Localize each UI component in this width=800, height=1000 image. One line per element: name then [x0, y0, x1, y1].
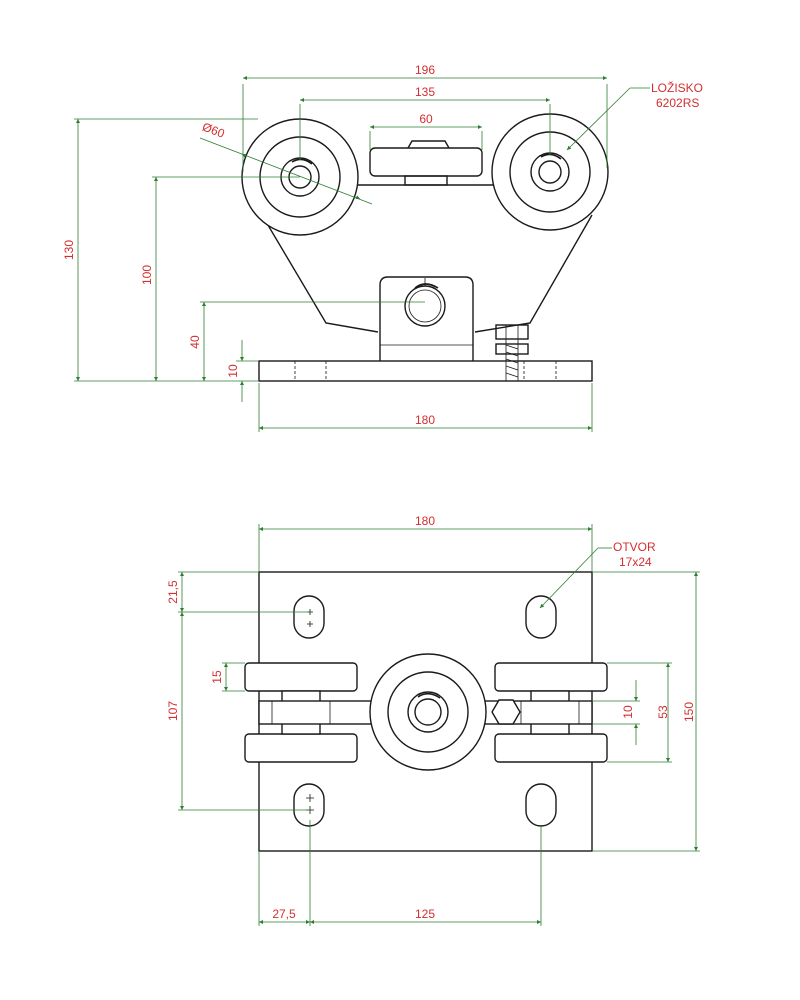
dim-text-plate-width-front: 180 [415, 413, 435, 427]
dim-slot-offsets: 27,5 125 [258, 820, 542, 926]
slot-bottom-right [525, 783, 557, 827]
dim-text-rail-gap: 10 [621, 705, 635, 719]
dim-text-wheel-diameter: Ø60 [200, 120, 226, 141]
callout-hole-line2: 17x24 [619, 555, 652, 569]
dim-text-top-offset: 21,5 [166, 580, 180, 604]
dim-text-plate-height: 150 [682, 702, 696, 722]
dim-text-slot-offset: 27,5 [272, 907, 296, 921]
dim-plate-width-front: 180 [258, 383, 593, 432]
retaining-clip-icon [417, 692, 441, 699]
dim-text-center-block: 60 [419, 112, 433, 126]
dim-center-block: 60 [369, 112, 483, 150]
dim-text-height-pin: 40 [188, 335, 202, 349]
dim-text-slot-spacing-horizontal: 125 [415, 907, 435, 921]
dim-rail-gap: 10 [592, 680, 640, 745]
dim-wheel-span: 53 [607, 662, 672, 763]
adjusting-bolt [495, 324, 529, 382]
bearing-clip-icon [291, 158, 313, 165]
front-guide-block [355, 140, 496, 186]
dim-plate-width-top: 180 [258, 514, 593, 572]
front-view: 196 135 60 Ø60 130 [62, 63, 703, 432]
dim-height-total: 130 [62, 118, 258, 382]
dim-wheel-width: 15 [210, 662, 245, 692]
dim-wheel-spacing: 135 [299, 85, 551, 160]
hex-nut [491, 699, 521, 725]
retaining-clip-icon [414, 283, 439, 289]
dim-overall-width: 196 [242, 63, 608, 172]
callout-bearing-line1: LOŽISKO [651, 80, 703, 95]
dim-slot-spacing-vertical: 107 [166, 612, 310, 811]
top-center-roller [369, 653, 487, 771]
front-base-plate [258, 360, 593, 382]
dim-text-slot-spacing-vertical: 107 [166, 701, 180, 721]
dim-text-overall-width: 196 [415, 63, 435, 77]
dim-height-axle: 100 [140, 176, 300, 381]
callout-bearing-line2: 6202RS [656, 96, 699, 110]
top-right-wheels [469, 662, 608, 763]
dim-plate-height: 150 [592, 571, 700, 852]
front-pin-bracket [379, 276, 474, 361]
slot-top-right [525, 595, 557, 639]
dim-text-wheel-spacing: 135 [415, 85, 435, 99]
dim-text-plate-thickness: 10 [226, 364, 240, 378]
dim-text-height-axle: 100 [140, 265, 154, 285]
dim-text-plate-width-top: 180 [415, 514, 435, 528]
callout-hole: OTVOR 17x24 [539, 540, 656, 609]
dim-text-wheel-width: 15 [210, 670, 224, 684]
dim-text-height-total: 130 [62, 240, 76, 260]
dim-height-pin: 40 [188, 301, 425, 381]
bearing-clip-icon [540, 153, 562, 160]
slot-bottom-left [293, 783, 325, 827]
top-view: 180 21,5 107 15 10 [166, 514, 700, 926]
dim-plate-thickness: 10 [226, 340, 258, 402]
dim-text-wheel-span: 53 [656, 705, 670, 719]
top-left-wheels [244, 662, 388, 763]
callout-hole-line1: OTVOR [613, 540, 656, 554]
slot-top-left [293, 595, 325, 639]
dim-top-offset: 21,5 [166, 571, 310, 613]
callout-bearing: LOŽISKO 6202RS [566, 80, 703, 151]
